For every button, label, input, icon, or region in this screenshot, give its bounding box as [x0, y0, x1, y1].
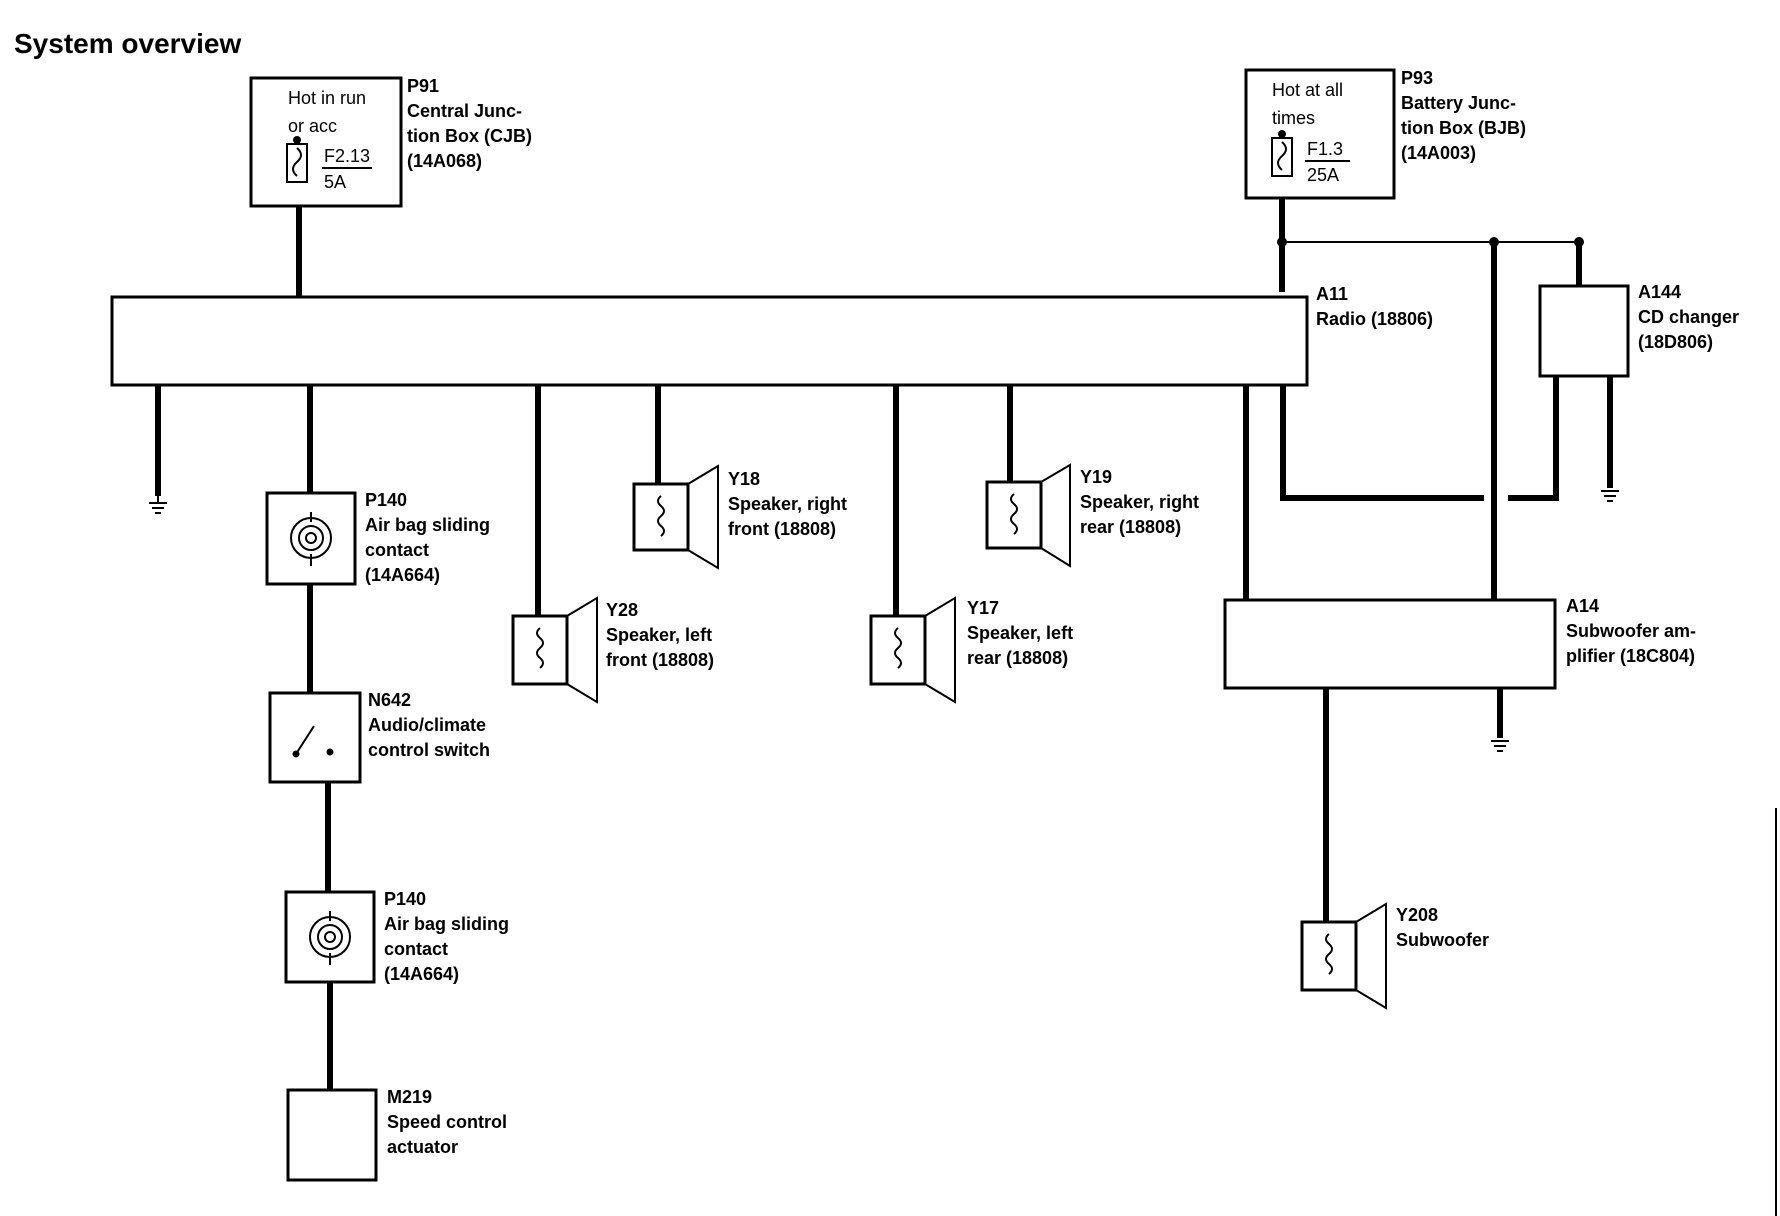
p140-lower-line-3: (14A664)	[384, 964, 459, 984]
p91-id: P91	[407, 76, 439, 96]
y18-line-1: Speaker, right	[728, 494, 847, 514]
y17-id: Y17	[967, 598, 999, 618]
ground-icon	[1491, 740, 1509, 752]
speaker-icon	[632, 464, 719, 570]
p93-fuse-rating: 25A	[1307, 165, 1339, 185]
p93-hot-line-1: Hot at all	[1272, 80, 1343, 100]
y17-line-2: rear (18808)	[967, 648, 1068, 668]
n642-line-1: Audio/climate	[368, 715, 486, 735]
a144-line-2: (18D806)	[1638, 332, 1713, 352]
y17-line-1: Speaker, left	[967, 623, 1073, 643]
a11-id: A11	[1316, 284, 1348, 304]
y18-line-2: front (18808)	[728, 519, 836, 539]
p140-upper-line-3: (14A664)	[365, 565, 440, 585]
clockspring-icon	[290, 512, 332, 566]
p140-lower-line-2: contact	[384, 939, 448, 959]
cjb-box	[249, 76, 403, 208]
n642-id: N642	[368, 690, 411, 710]
m219-line-2: actuator	[387, 1137, 458, 1157]
airbag-contact-upper-box	[265, 491, 357, 586]
a14-line-1: Subwoofer am-	[1566, 621, 1696, 641]
switch-icon	[292, 725, 334, 758]
y28-line-2: front (18808)	[606, 650, 714, 670]
clockspring-icon	[309, 911, 351, 965]
p93-id: P93	[1401, 68, 1433, 88]
bjb-box	[1244, 68, 1396, 200]
p93-line-3: (14A003)	[1401, 143, 1476, 163]
speaker-icon	[985, 463, 1071, 568]
cd-changer-box	[1538, 284, 1630, 378]
p140-upper-line-1: Air bag sliding	[365, 515, 490, 535]
n642-line-2: control switch	[368, 740, 490, 760]
p91-line-3: (14A068)	[407, 151, 482, 171]
y28-id: Y28	[606, 600, 638, 620]
wires	[155, 197, 1613, 1090]
ground-icon	[149, 496, 167, 514]
speed-control-actuator-box	[286, 1088, 378, 1182]
airbag-contact-lower-box	[284, 890, 376, 984]
m219-line-1: Speed control	[387, 1112, 507, 1132]
p91-fuse-id: F2.13	[324, 146, 370, 166]
control-switch-box	[268, 691, 362, 784]
y208-line-1: Subwoofer	[1396, 930, 1489, 950]
p140-lower-line-1: Air bag sliding	[384, 914, 509, 934]
p91-line-1: Central Junc-	[407, 101, 522, 121]
fuse-icon	[1271, 130, 1293, 177]
y28-line-1: Speaker, left	[606, 625, 712, 645]
p93-fuse-id: F1.3	[1307, 139, 1343, 159]
p91-fuse-rating: 5A	[324, 172, 346, 192]
speaker-icon	[869, 596, 956, 704]
radio-box	[110, 295, 1309, 387]
m219-id: M219	[387, 1087, 432, 1107]
a144-id: A144	[1638, 282, 1681, 302]
speaker-icon	[511, 596, 598, 704]
p93-line-1: Battery Junc-	[1401, 93, 1516, 113]
p91-hot-line-2: or acc	[288, 116, 337, 136]
fuse-icon	[286, 136, 308, 183]
a144-line-1: CD changer	[1638, 307, 1739, 327]
page-title: System overview	[14, 28, 241, 59]
y19-id: Y19	[1080, 467, 1112, 487]
subwoofer-amplifier-box	[1223, 598, 1557, 690]
p93-hot-line-2: times	[1272, 108, 1315, 128]
p93-line-2: tion Box (BJB)	[1401, 118, 1526, 138]
y19-line-1: Speaker, right	[1080, 492, 1199, 512]
ground-icon	[1601, 490, 1619, 502]
a14-line-2: plifier (18C804)	[1566, 646, 1695, 666]
y18-id: Y18	[728, 469, 760, 489]
p91-hot-line-1: Hot in run	[288, 88, 366, 108]
p140-lower-id: P140	[384, 889, 426, 909]
a11-line-1: Radio (18806)	[1316, 309, 1433, 329]
p140-upper-line-2: contact	[365, 540, 429, 560]
y208-id: Y208	[1396, 905, 1438, 925]
a14-id: A14	[1566, 596, 1599, 616]
speaker-icon	[1300, 902, 1387, 1010]
p140-upper-id: P140	[365, 490, 407, 510]
y19-line-2: rear (18808)	[1080, 517, 1181, 537]
p91-line-2: tion Box (CJB)	[407, 126, 532, 146]
